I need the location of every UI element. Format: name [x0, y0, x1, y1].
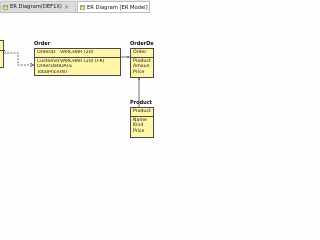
- relationship-line-left-order: [4, 52, 34, 66]
- attribute-row: Name: [133, 118, 151, 124]
- entity-product[interactable]: Product Name Kind Price: [130, 107, 154, 138]
- pk-row: Product: [133, 109, 151, 115]
- editor-tab-bar: ER Diagram(DEF1X) × ER Diagram [ER Model…: [0, 0, 150, 13]
- crowfoot-mark: [29, 62, 35, 66]
- column-name: Kind: [133, 123, 144, 129]
- column-name: Order: [133, 50, 147, 55]
- column-name: Amoun: [133, 64, 150, 70]
- column-name: TotalPrice: [37, 69, 60, 75]
- entity-primary-key-section: Order: [131, 49, 153, 58]
- attribute-row: Amoun: [133, 64, 151, 70]
- tab-label: ER Diagram [ER Model]: [87, 4, 148, 11]
- entity-attribute-section: Name Kind Price: [131, 117, 153, 136]
- attribute-row: Kind: [133, 123, 151, 129]
- relationship-lines: [4, 52, 140, 111]
- column-type: INT: [60, 69, 68, 75]
- column-name: Price: [133, 69, 145, 75]
- entity-attribute-section: CustomerID VARCHAR (20) (FK) OrderDate D…: [35, 58, 120, 77]
- attribute-row: Price: [133, 70, 151, 76]
- column-name: CustomerID: [37, 58, 60, 64]
- entity-order-detail-name: OrderDe: [130, 41, 154, 47]
- entity-attribute-section: Product Amoun Price: [131, 58, 153, 77]
- crowfoot-mark: [29, 64, 35, 68]
- attribute-row: OrderDate DATE: [37, 64, 118, 70]
- attribute-row: TotalPrice INT: [37, 70, 118, 76]
- pk-row: Order: [133, 50, 151, 56]
- entity-partial-left[interactable]: [0, 40, 5, 68]
- column-name: Product: [133, 58, 151, 64]
- column-name: Price: [133, 128, 145, 134]
- entity-order[interactable]: OrderID VARCHAR (20) CustomerID VARCHAR …: [34, 48, 121, 76]
- column-name: Product: [133, 109, 151, 114]
- tab-er-diagram-er-model[interactable]: ER Diagram [ER Model]: [77, 1, 150, 12]
- er-diagram-icon: [80, 5, 85, 10]
- column-type: VARCHAR (20) (FK): [60, 58, 105, 64]
- relationship-end-dot: [127, 56, 129, 58]
- entity-product-name: Product: [130, 100, 153, 106]
- tab-label: ER Diagram(DEF1X): [10, 4, 62, 10]
- er-diagram-icon: [3, 4, 8, 10]
- column-type: DATE: [60, 64, 73, 70]
- entity-primary-key-section: OrderID VARCHAR (20): [35, 49, 120, 58]
- attribute-row: CustomerID VARCHAR (20) (FK): [37, 59, 118, 65]
- close-icon[interactable]: ×: [63, 3, 69, 11]
- relationship-end-dot: [138, 78, 140, 80]
- column-name: OrderID: [37, 50, 56, 55]
- entity-order-name: Order: [34, 41, 51, 47]
- diagram-canvas[interactable]: Order OrderID VARCHAR (20) CustomerID VA…: [0, 13, 154, 150]
- entity-primary-key-section: Product: [131, 108, 153, 117]
- column-name: Name: [133, 117, 147, 123]
- tab-er-diagram-def1x[interactable]: ER Diagram(DEF1X) ×: [0, 1, 76, 12]
- entity-order-detail[interactable]: Order Product Amoun Price: [130, 48, 154, 78]
- attribute-row: Price: [133, 129, 151, 135]
- column-name: OrderDate: [37, 64, 60, 70]
- column-type: VARCHAR (20): [60, 50, 94, 55]
- attribute-row: Product: [133, 59, 151, 65]
- pk-row: OrderID VARCHAR (20): [37, 50, 118, 56]
